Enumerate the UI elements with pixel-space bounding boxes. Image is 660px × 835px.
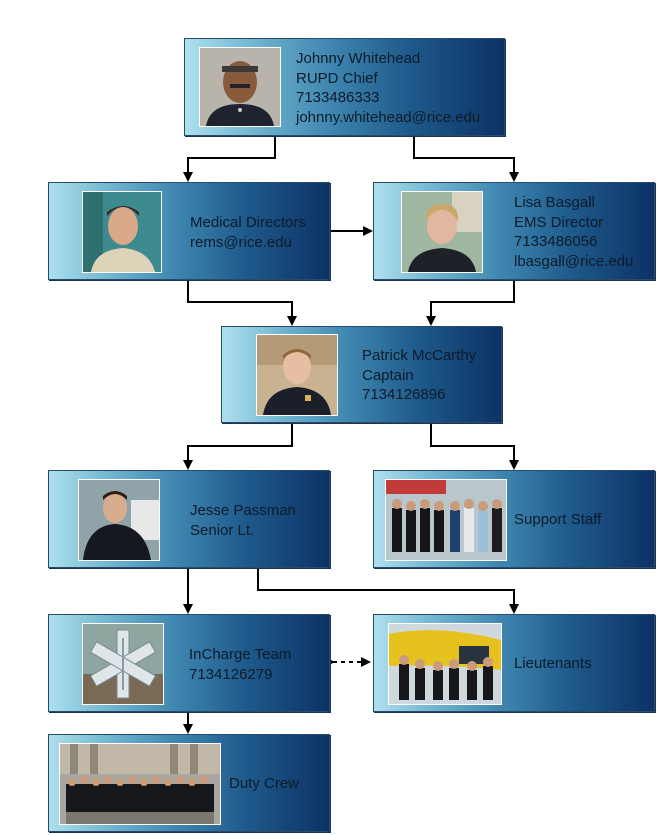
edge-captain-to-support — [430, 422, 519, 470]
ems-director-name: Lisa Basgall — [514, 194, 595, 211]
ems-director-phone: 7133486056 — [514, 233, 598, 250]
node-ems-director: Lisa Basgall EMS Director 7133486056 lba… — [373, 182, 655, 280]
chief-name: Johnny Whitehead — [296, 50, 421, 67]
person-portrait-icon — [83, 192, 161, 272]
portrait-senior-lt-photo — [78, 479, 160, 561]
node-medical-directors: Medical Directors rems@rice.edu — [48, 182, 330, 280]
group-photo-duty-crew — [59, 743, 221, 825]
node-chief: Johnny Whitehead RUPD Chief 7133486333 j… — [184, 38, 505, 136]
senior-lt-name: Jesse Passman — [190, 502, 296, 519]
lieutenants-label: Lieutenants — [514, 655, 592, 672]
group-photo-icon — [60, 744, 220, 824]
node-support-staff: Support Staff — [373, 470, 655, 568]
portrait-chief-photo — [199, 47, 281, 127]
incharge-team-phone: 7134126279 — [189, 665, 273, 683]
node-duty-crew: Duty Crew — [48, 734, 330, 832]
edge-chief-to-medical — [183, 135, 276, 182]
edge-ems-to-captain — [426, 279, 515, 326]
captain-name: Patrick McCarthy — [362, 347, 477, 364]
senior-lt-title: Senior Lt. — [190, 521, 255, 539]
portrait-captain-photo — [256, 334, 338, 416]
captain-phone: 7134126896 — [362, 386, 446, 403]
edge-medical-to-captain — [187, 279, 297, 326]
node-lieutenants: Lieutenants — [373, 614, 655, 712]
medical-directors-email[interactable]: rems@rice.edu — [190, 233, 292, 251]
portrait-ems-director-photo — [401, 191, 483, 273]
group-photo-icon — [389, 624, 501, 704]
portrait-medical-director-photo — [82, 191, 162, 273]
node-incharge-team: InCharge Team 7134126279 — [48, 614, 330, 712]
edge-senior-to-lieutenants — [257, 567, 519, 614]
edge-captain-to-senior — [183, 422, 293, 470]
star-of-life-photo — [82, 623, 164, 705]
incharge-team-label: InCharge Team — [189, 646, 292, 663]
edge-chief-to-ems — [413, 135, 519, 182]
support-staff-label: Support Staff — [514, 511, 602, 528]
person-portrait-icon — [402, 192, 482, 272]
group-photo-support-staff — [385, 479, 507, 561]
captain-title: Captain — [362, 366, 414, 384]
node-captain: Patrick McCarthy Captain 7134126896 — [221, 326, 502, 423]
node-senior-lt: Jesse Passman Senior Lt. — [48, 470, 330, 568]
medical-directors-label: Medical Directors — [190, 214, 306, 231]
star-of-life-icon — [83, 624, 163, 704]
person-portrait-icon — [200, 48, 280, 126]
person-portrait-icon — [79, 480, 159, 560]
chief-title: RUPD Chief — [296, 69, 378, 87]
group-photo-lieutenants — [388, 623, 502, 705]
ems-director-email[interactable]: lbasgall@rice.edu — [514, 252, 634, 270]
person-portrait-icon — [257, 335, 337, 415]
ems-director-title: EMS Director — [514, 213, 604, 231]
duty-crew-label: Duty Crew — [229, 775, 300, 792]
chief-email[interactable]: johnny.whitehead@rice.edu — [296, 108, 481, 126]
group-photo-icon — [386, 480, 506, 560]
chief-phone: 7133486333 — [296, 89, 380, 106]
